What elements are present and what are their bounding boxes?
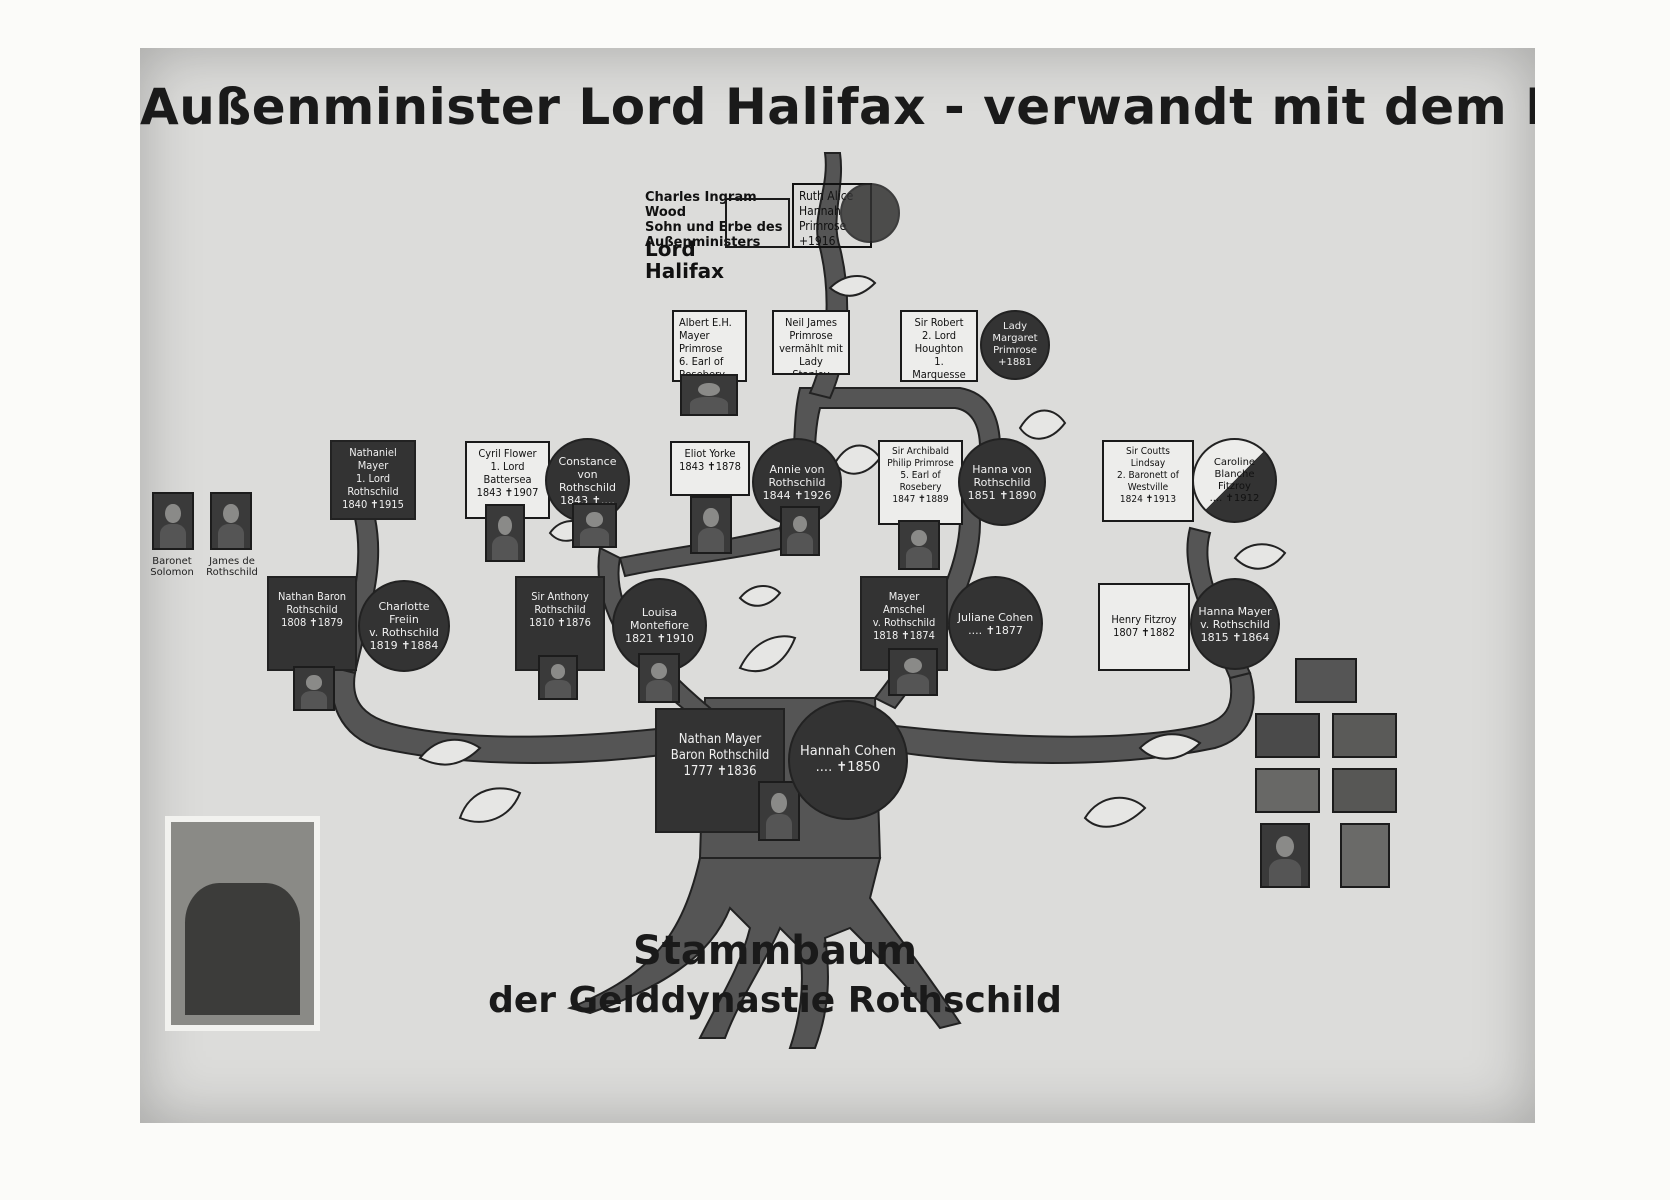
leaf-1: [460, 788, 520, 822]
baronet-solomon-photo: [152, 492, 194, 550]
nathaniel-mayer-box: Nathaniel Mayer 1. Lord Rothschild 1840 …: [330, 440, 416, 520]
right-photo-4: [1255, 768, 1320, 813]
robert-crewe-box: Sir Robert 2. Lord Houghton 1. Marquesse…: [900, 310, 978, 382]
leaf-5: [835, 446, 880, 474]
right-photo-5: [1332, 768, 1397, 813]
charlotte-rothschild-circle: Charlotte Freiin v. Rothschild 1819 ✝188…: [358, 580, 450, 672]
right-photo-1: [1295, 658, 1357, 703]
james-rothschild-caption: James de Rothschild: [202, 556, 262, 578]
ruth-primrose-circle: [840, 183, 900, 243]
crowd-illustration: [165, 816, 320, 1031]
right-photo-2: [1255, 713, 1320, 758]
constance-photo: [572, 503, 617, 548]
anthony-photo: [538, 655, 578, 700]
subtitle-line-1: Stammbaum: [590, 928, 960, 974]
eliot-yorke-photo: [690, 496, 732, 554]
nathan-baron-box: Nathan Baron Rothschild 1808 ✝1879: [267, 576, 357, 671]
archibald-primrose-box: Sir Archibald Philip Primrose 5. Earl of…: [878, 440, 963, 525]
coutts-lindsay-box: Sir Coutts Lindsay 2. Baronett of Westvi…: [1102, 440, 1194, 522]
henry-fitzroy-box: Henry Fitzroy 1807 ✝1882: [1098, 583, 1190, 671]
charles-ingram-wood-box: [725, 198, 790, 248]
hannah-cohen-circle: Hannah Cohen .... ✝1850: [788, 700, 908, 820]
right-photo-3: [1332, 713, 1397, 758]
annie-photo: [780, 506, 820, 556]
hanna-rothschild-circle: Hanna von Rothschild 1851 ✝1890: [958, 438, 1046, 526]
photograph: Außenminister Lord Halifax - verwandt mi…: [140, 48, 1535, 1123]
neil-primrose-box: Neil James Primrose vermählt mit Lady St…: [772, 310, 850, 375]
cyril-flower-photo: [485, 504, 525, 562]
caroline-fitzroy-circle: Caroline Blanche Fitzroy .... ✝1912: [1192, 438, 1277, 523]
leaf-3: [1085, 798, 1145, 827]
subtitle-line-2: der Gelddynastie Rothschild: [440, 980, 1110, 1021]
right-photo-7: [1340, 823, 1390, 888]
leaf-7: [1235, 544, 1285, 568]
baronet-solomon-caption: Baronet Solomon: [142, 556, 202, 578]
eliot-yorke-box: Eliot Yorke 1843 ✝1878: [670, 441, 750, 496]
james-rothschild-photo: [210, 492, 252, 550]
margaret-primrose-circle: Lady Margaret Primrose +1881: [980, 310, 1050, 380]
lord-halifax-label: Lord Halifax: [645, 238, 724, 282]
nathan-baron-photo: [293, 666, 335, 711]
hanna-mayer-circle: Hanna Mayer v. Rothschild 1815 ✝1864: [1190, 578, 1280, 670]
leaf-6: [1020, 411, 1065, 439]
albert-primrose-box: Albert E.H. Mayer Primrose 6. Earl of Ro…: [672, 310, 747, 382]
albert-primrose-photo: [680, 374, 738, 416]
right-photo-6: [1260, 823, 1310, 888]
juliane-cohen-circle: Juliane Cohen .... ✝1877: [948, 576, 1043, 671]
archibald-photo: [898, 520, 940, 570]
mayer-amschel-photo: [888, 648, 938, 696]
louisa-photo: [638, 653, 680, 703]
leaf-11: [740, 586, 780, 606]
leaf-8: [740, 636, 795, 671]
nathan-mayer-photo: [758, 781, 800, 841]
